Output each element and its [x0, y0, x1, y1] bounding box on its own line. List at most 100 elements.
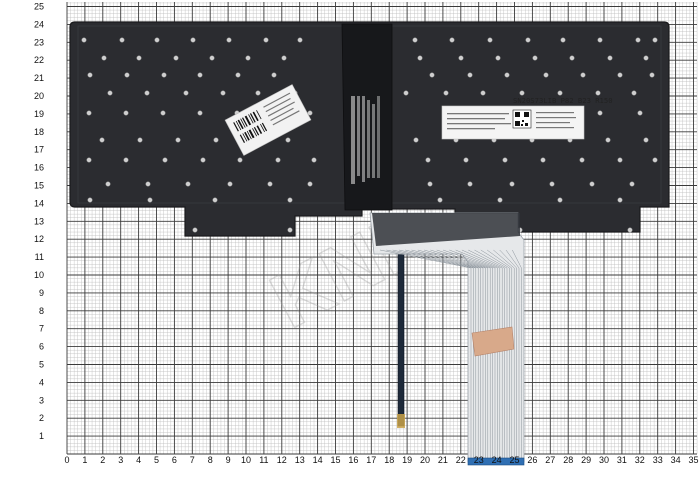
rivet-hole: [281, 55, 287, 61]
x-axis-label: 17: [366, 455, 376, 465]
x-axis-label: 25: [509, 455, 519, 465]
rivet-hole: [607, 55, 613, 61]
cable-trace: [449, 249, 498, 458]
rivet-hole: [467, 72, 473, 78]
rivet-hole: [617, 72, 623, 78]
rivet-hole: [200, 157, 206, 163]
rivet-hole: [275, 157, 281, 163]
x-axis-label: 1: [82, 455, 87, 465]
y-axis-label: 3: [39, 395, 44, 405]
rivet-hole: [183, 90, 189, 96]
rivet-hole: [617, 157, 623, 163]
x-axis-label: 28: [563, 455, 573, 465]
y-axis-label: 9: [39, 288, 44, 298]
rivet-hole: [549, 181, 555, 187]
rivet-hole: [287, 227, 293, 233]
rivet-hole: [635, 37, 641, 43]
rivet-hole: [86, 110, 92, 116]
rivet-hole: [413, 137, 419, 143]
rivet-hole: [145, 181, 151, 187]
cable-trace: [455, 249, 501, 458]
rivet-hole: [227, 181, 233, 187]
rivet-hole: [197, 110, 203, 116]
cable-trace: [512, 249, 522, 458]
cable-trace: [386, 249, 474, 458]
plate-inner-edge: [77, 25, 662, 204]
rivet-hole: [497, 197, 503, 203]
x-axis-label: 2: [100, 455, 105, 465]
x-axis-label: 19: [402, 455, 412, 465]
rivet-hole: [519, 90, 525, 96]
rivet-hole: [124, 72, 130, 78]
x-axis-label: 27: [545, 455, 555, 465]
rivet-hole: [412, 37, 418, 43]
y-axis-label: 6: [39, 342, 44, 352]
rivet-hole: [197, 72, 203, 78]
rivet-hole: [99, 137, 105, 143]
rivet-hole: [427, 181, 433, 187]
rivet-hole: [417, 55, 423, 61]
cable-trace: [486, 249, 513, 458]
rivet-hole: [144, 90, 150, 96]
rivet-hole: [597, 110, 603, 116]
y-axis-label: 24: [34, 19, 44, 29]
x-axis-label: 26: [527, 455, 537, 465]
rivet-hole: [627, 227, 633, 233]
x-axis-label: 24: [492, 455, 502, 465]
rivet-hole: [160, 110, 166, 116]
rivet-hole: [226, 37, 232, 43]
y-axis-label: 13: [34, 216, 44, 226]
rivet-hole: [245, 55, 251, 61]
rivet-hole: [449, 37, 455, 43]
rivet-hole: [271, 72, 277, 78]
rivet-hole: [443, 90, 449, 96]
rivet-hole: [589, 181, 595, 187]
x-axis-label: 10: [241, 455, 251, 465]
x-axis-label: 5: [154, 455, 159, 465]
rivet-hole: [81, 37, 87, 43]
rivet-hole: [87, 72, 93, 78]
cable-trace: [474, 249, 508, 458]
rivet-hole: [617, 197, 623, 203]
x-axis-label: 15: [330, 455, 340, 465]
cable-trace: [411, 249, 484, 458]
y-axis-label: 4: [39, 377, 44, 387]
cable-trace: [379, 249, 472, 458]
rivet-hole: [543, 72, 549, 78]
rivet-hole: [580, 72, 586, 78]
x-axis-label: 21: [438, 455, 448, 465]
rivet-hole: [463, 157, 469, 163]
cable-trace: [505, 249, 520, 458]
rivet-hole: [307, 110, 313, 116]
y-axis-label: 15: [34, 181, 44, 191]
rivet-hole: [235, 72, 241, 78]
rivet-hole: [136, 55, 142, 61]
x-axis-label: 16: [348, 455, 358, 465]
rivet-hole: [560, 37, 566, 43]
rivet-hole: [649, 72, 655, 78]
rivet-hole: [175, 137, 181, 143]
keyboard-underside: SN20S73LIB P82 B23 R150: [69, 21, 670, 237]
rivet-hole: [502, 157, 508, 163]
rivet-hole: [579, 157, 585, 163]
y-axis-label: 17: [34, 145, 44, 155]
rivet-hole: [637, 110, 643, 116]
rivet-hole: [597, 37, 603, 43]
rivet-hole: [509, 181, 515, 187]
x-axis-label: 9: [226, 455, 231, 465]
rivet-hole: [213, 137, 219, 143]
rivet-hole: [237, 157, 243, 163]
cable-trace: [417, 249, 486, 458]
y-axis-label: 22: [34, 55, 44, 65]
cable-traces: [379, 249, 522, 458]
cable-trace: [499, 249, 517, 458]
rivet-hole: [123, 157, 129, 163]
x-axis-label: 7: [190, 455, 195, 465]
y-axis-label: 12: [34, 234, 44, 244]
rivet-hole: [137, 137, 143, 143]
rivet-hole: [437, 197, 443, 203]
y-axis-label: 5: [39, 360, 44, 370]
